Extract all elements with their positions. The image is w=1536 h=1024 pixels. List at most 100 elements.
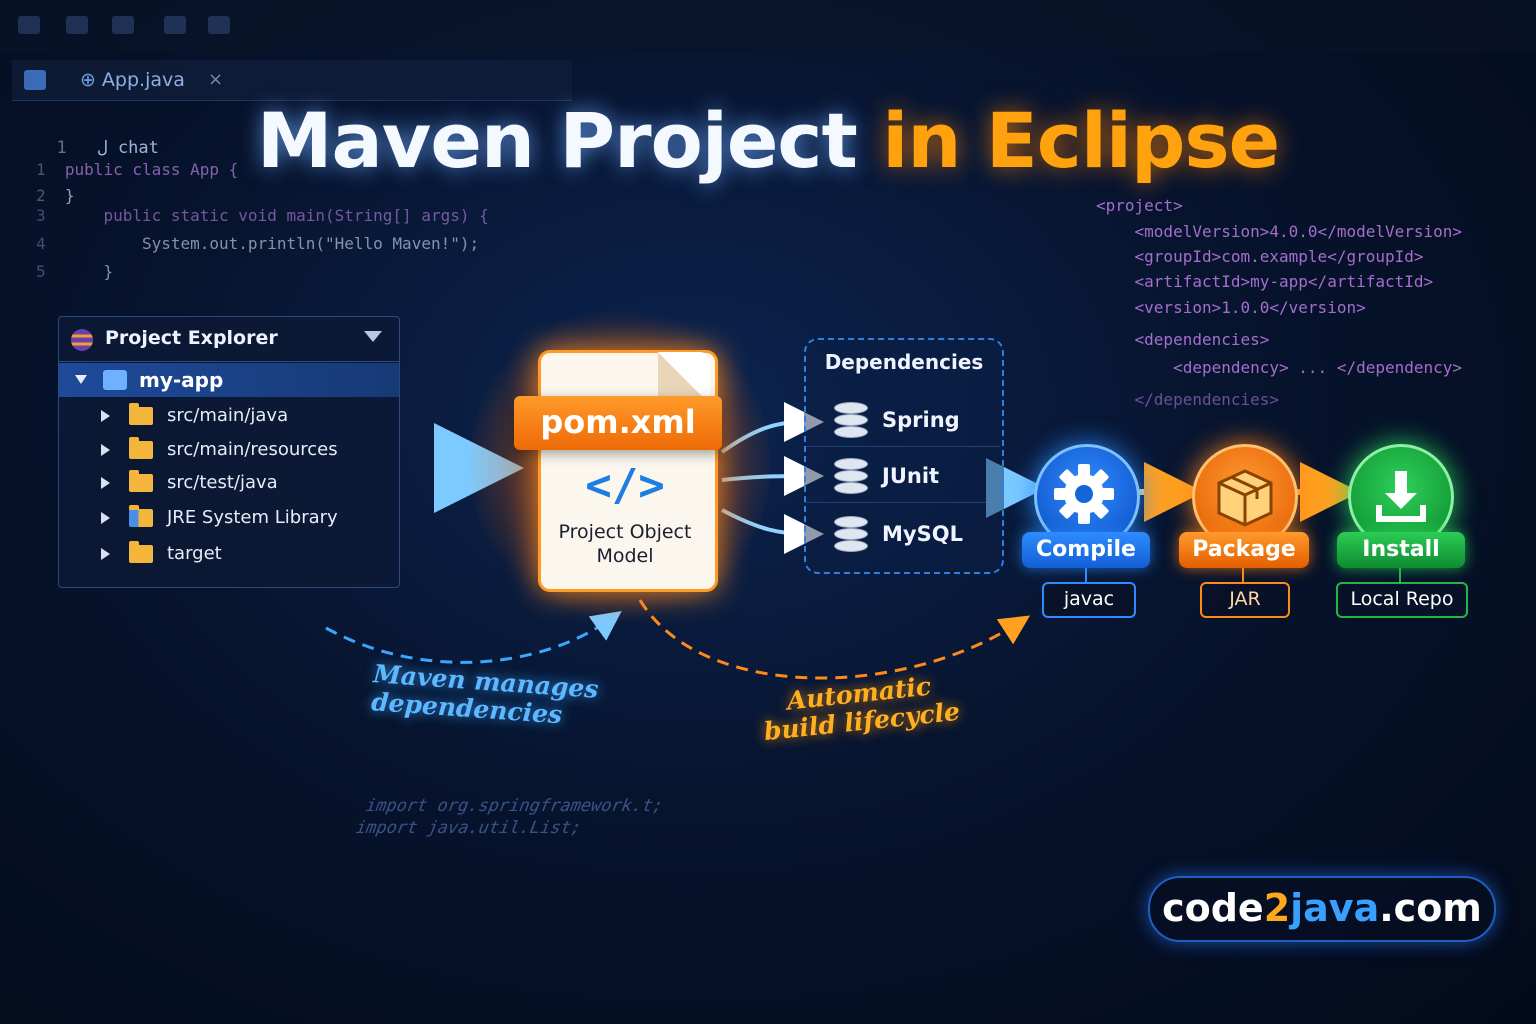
code-text: } bbox=[64, 262, 114, 281]
save-icon[interactable] bbox=[164, 16, 186, 34]
brand-badge[interactable]: code2java.com bbox=[1148, 876, 1496, 942]
collapsed-triangle-icon[interactable] bbox=[101, 444, 110, 456]
folder-icon[interactable] bbox=[112, 16, 134, 34]
dependencies-title: Dependencies bbox=[824, 350, 984, 374]
code-text: System.out.println("Hello Maven!"); bbox=[64, 234, 480, 253]
code-line: 5 } bbox=[36, 262, 113, 281]
database-icon bbox=[834, 402, 868, 438]
java-class-icon: ⊕ bbox=[80, 69, 96, 91]
tree-item-label: src/main/resources bbox=[167, 439, 338, 460]
dependency-item: JUnit bbox=[806, 450, 1000, 503]
manages-deps-curve bbox=[325, 610, 622, 664]
install-connector bbox=[1399, 568, 1401, 582]
line-number: 5 bbox=[36, 262, 46, 281]
package-sub-label: JAR bbox=[1200, 582, 1290, 618]
xml-line: <version>1.0.0</version> bbox=[1096, 298, 1366, 317]
xml-line: <dependencies> bbox=[1096, 330, 1270, 349]
database-disk bbox=[834, 482, 868, 494]
database-disk bbox=[834, 426, 868, 438]
code-text: public static void main(String[] args) { bbox=[64, 206, 489, 225]
build-lifecycle-curve bbox=[638, 599, 1031, 680]
pom-filename-banner: pom.xml bbox=[514, 396, 722, 450]
download-icon bbox=[1376, 471, 1426, 522]
tab-app-java[interactable]: ⊕App.java bbox=[80, 69, 185, 91]
project-explorer-panel: Project Explorer my-app src/main/java src… bbox=[58, 316, 400, 588]
code-line: 1 public class App { bbox=[36, 160, 238, 179]
chevron-down-icon[interactable] bbox=[364, 331, 382, 342]
line-number: 2 bbox=[36, 186, 46, 205]
gear-icon bbox=[1054, 464, 1114, 524]
folder-icon bbox=[129, 437, 153, 459]
xml-line: <modelVersion>4.0.0</modelVersion> bbox=[1096, 222, 1463, 241]
xml-line: <dependency> ... </dependency> bbox=[1096, 358, 1463, 377]
database-disk bbox=[834, 516, 868, 528]
page-title: Maven Project in Eclipse bbox=[256, 96, 1280, 185]
run-icon[interactable] bbox=[208, 16, 230, 34]
library-icon bbox=[129, 505, 153, 527]
xml-line: <groupId>com.example</groupId> bbox=[1096, 247, 1424, 266]
folder-icon bbox=[129, 470, 153, 492]
tree-item[interactable]: src/main/resources bbox=[59, 433, 399, 467]
collapsed-triangle-icon[interactable] bbox=[101, 512, 110, 524]
compile-connector bbox=[1085, 568, 1087, 582]
package-icon bbox=[1217, 469, 1273, 527]
tree-item-my-app[interactable]: my-app bbox=[59, 363, 399, 397]
database-disk bbox=[834, 414, 868, 426]
breadcrumb: 1 ل chat bbox=[56, 138, 159, 158]
line-number: 1 bbox=[36, 160, 46, 179]
tree-item[interactable]: src/main/java bbox=[59, 399, 399, 433]
ide-toolbar bbox=[0, 0, 1536, 52]
database-icon bbox=[834, 516, 868, 552]
database-disk bbox=[834, 470, 868, 482]
tab-close-icon[interactable]: × bbox=[208, 69, 224, 90]
tree-item[interactable]: src/test/java bbox=[59, 466, 399, 500]
dependency-item: Spring bbox=[806, 394, 1000, 447]
xml-line: </dependencies> bbox=[1096, 390, 1280, 409]
folder-icon bbox=[129, 403, 153, 425]
dependency-label: MySQL bbox=[882, 522, 963, 546]
collapsed-triangle-icon[interactable] bbox=[101, 410, 110, 422]
perspective-icon[interactable] bbox=[24, 70, 46, 90]
install-sub-label: Local Repo bbox=[1336, 582, 1468, 618]
code-line: 2 } bbox=[36, 186, 75, 205]
code-line: 3 public static void main(String[] args)… bbox=[36, 206, 489, 225]
code-brackets-icon: </> bbox=[585, 460, 665, 511]
database-disk bbox=[834, 528, 868, 540]
dependency-label: Spring bbox=[882, 408, 960, 432]
xml-line: <artifactId>my-app</artifactId> bbox=[1096, 272, 1434, 291]
tree-item[interactable]: JRE System Library bbox=[59, 501, 399, 535]
database-disk bbox=[834, 458, 868, 470]
tree-item-label: src/test/java bbox=[167, 472, 278, 493]
file-icon[interactable] bbox=[66, 16, 88, 34]
tree-item[interactable]: target bbox=[59, 537, 399, 571]
code-line: 4 System.out.println("Hello Maven!"); bbox=[36, 234, 479, 253]
folder-icon bbox=[129, 541, 153, 563]
project-explorer-title: Project Explorer bbox=[105, 327, 278, 349]
project-explorer-header: Project Explorer bbox=[59, 317, 399, 362]
collapsed-triangle-icon[interactable] bbox=[101, 548, 110, 560]
package-connector bbox=[1242, 568, 1244, 582]
tree-item-label: src/main/java bbox=[167, 405, 289, 426]
page-fold-icon bbox=[658, 352, 710, 404]
code-text: } bbox=[64, 186, 75, 205]
install-label: Install bbox=[1337, 532, 1465, 568]
tree-item-label: target bbox=[167, 543, 222, 564]
package-label: Package bbox=[1179, 532, 1309, 568]
code-text: public class App { bbox=[64, 160, 239, 179]
tree-item-label: my-app bbox=[139, 368, 224, 392]
database-disk bbox=[834, 540, 868, 552]
project-folder-icon bbox=[103, 370, 127, 390]
pom-subtitle: Project Object Model bbox=[558, 521, 692, 567]
menu-icon[interactable] bbox=[18, 16, 40, 34]
tree-item-label: JRE System Library bbox=[167, 507, 338, 528]
dependency-label: JUnit bbox=[882, 464, 940, 488]
database-disk bbox=[834, 402, 868, 414]
line-number: 3 bbox=[36, 206, 46, 225]
compile-label: Compile bbox=[1022, 532, 1150, 568]
collapsed-triangle-icon[interactable] bbox=[101, 477, 110, 489]
expanded-triangle-icon[interactable] bbox=[75, 375, 87, 384]
eclipse-icon bbox=[71, 329, 93, 351]
dependency-item: MySQL bbox=[806, 508, 1000, 560]
xml-line: <project> bbox=[1096, 196, 1183, 215]
line-number: 4 bbox=[36, 234, 46, 253]
